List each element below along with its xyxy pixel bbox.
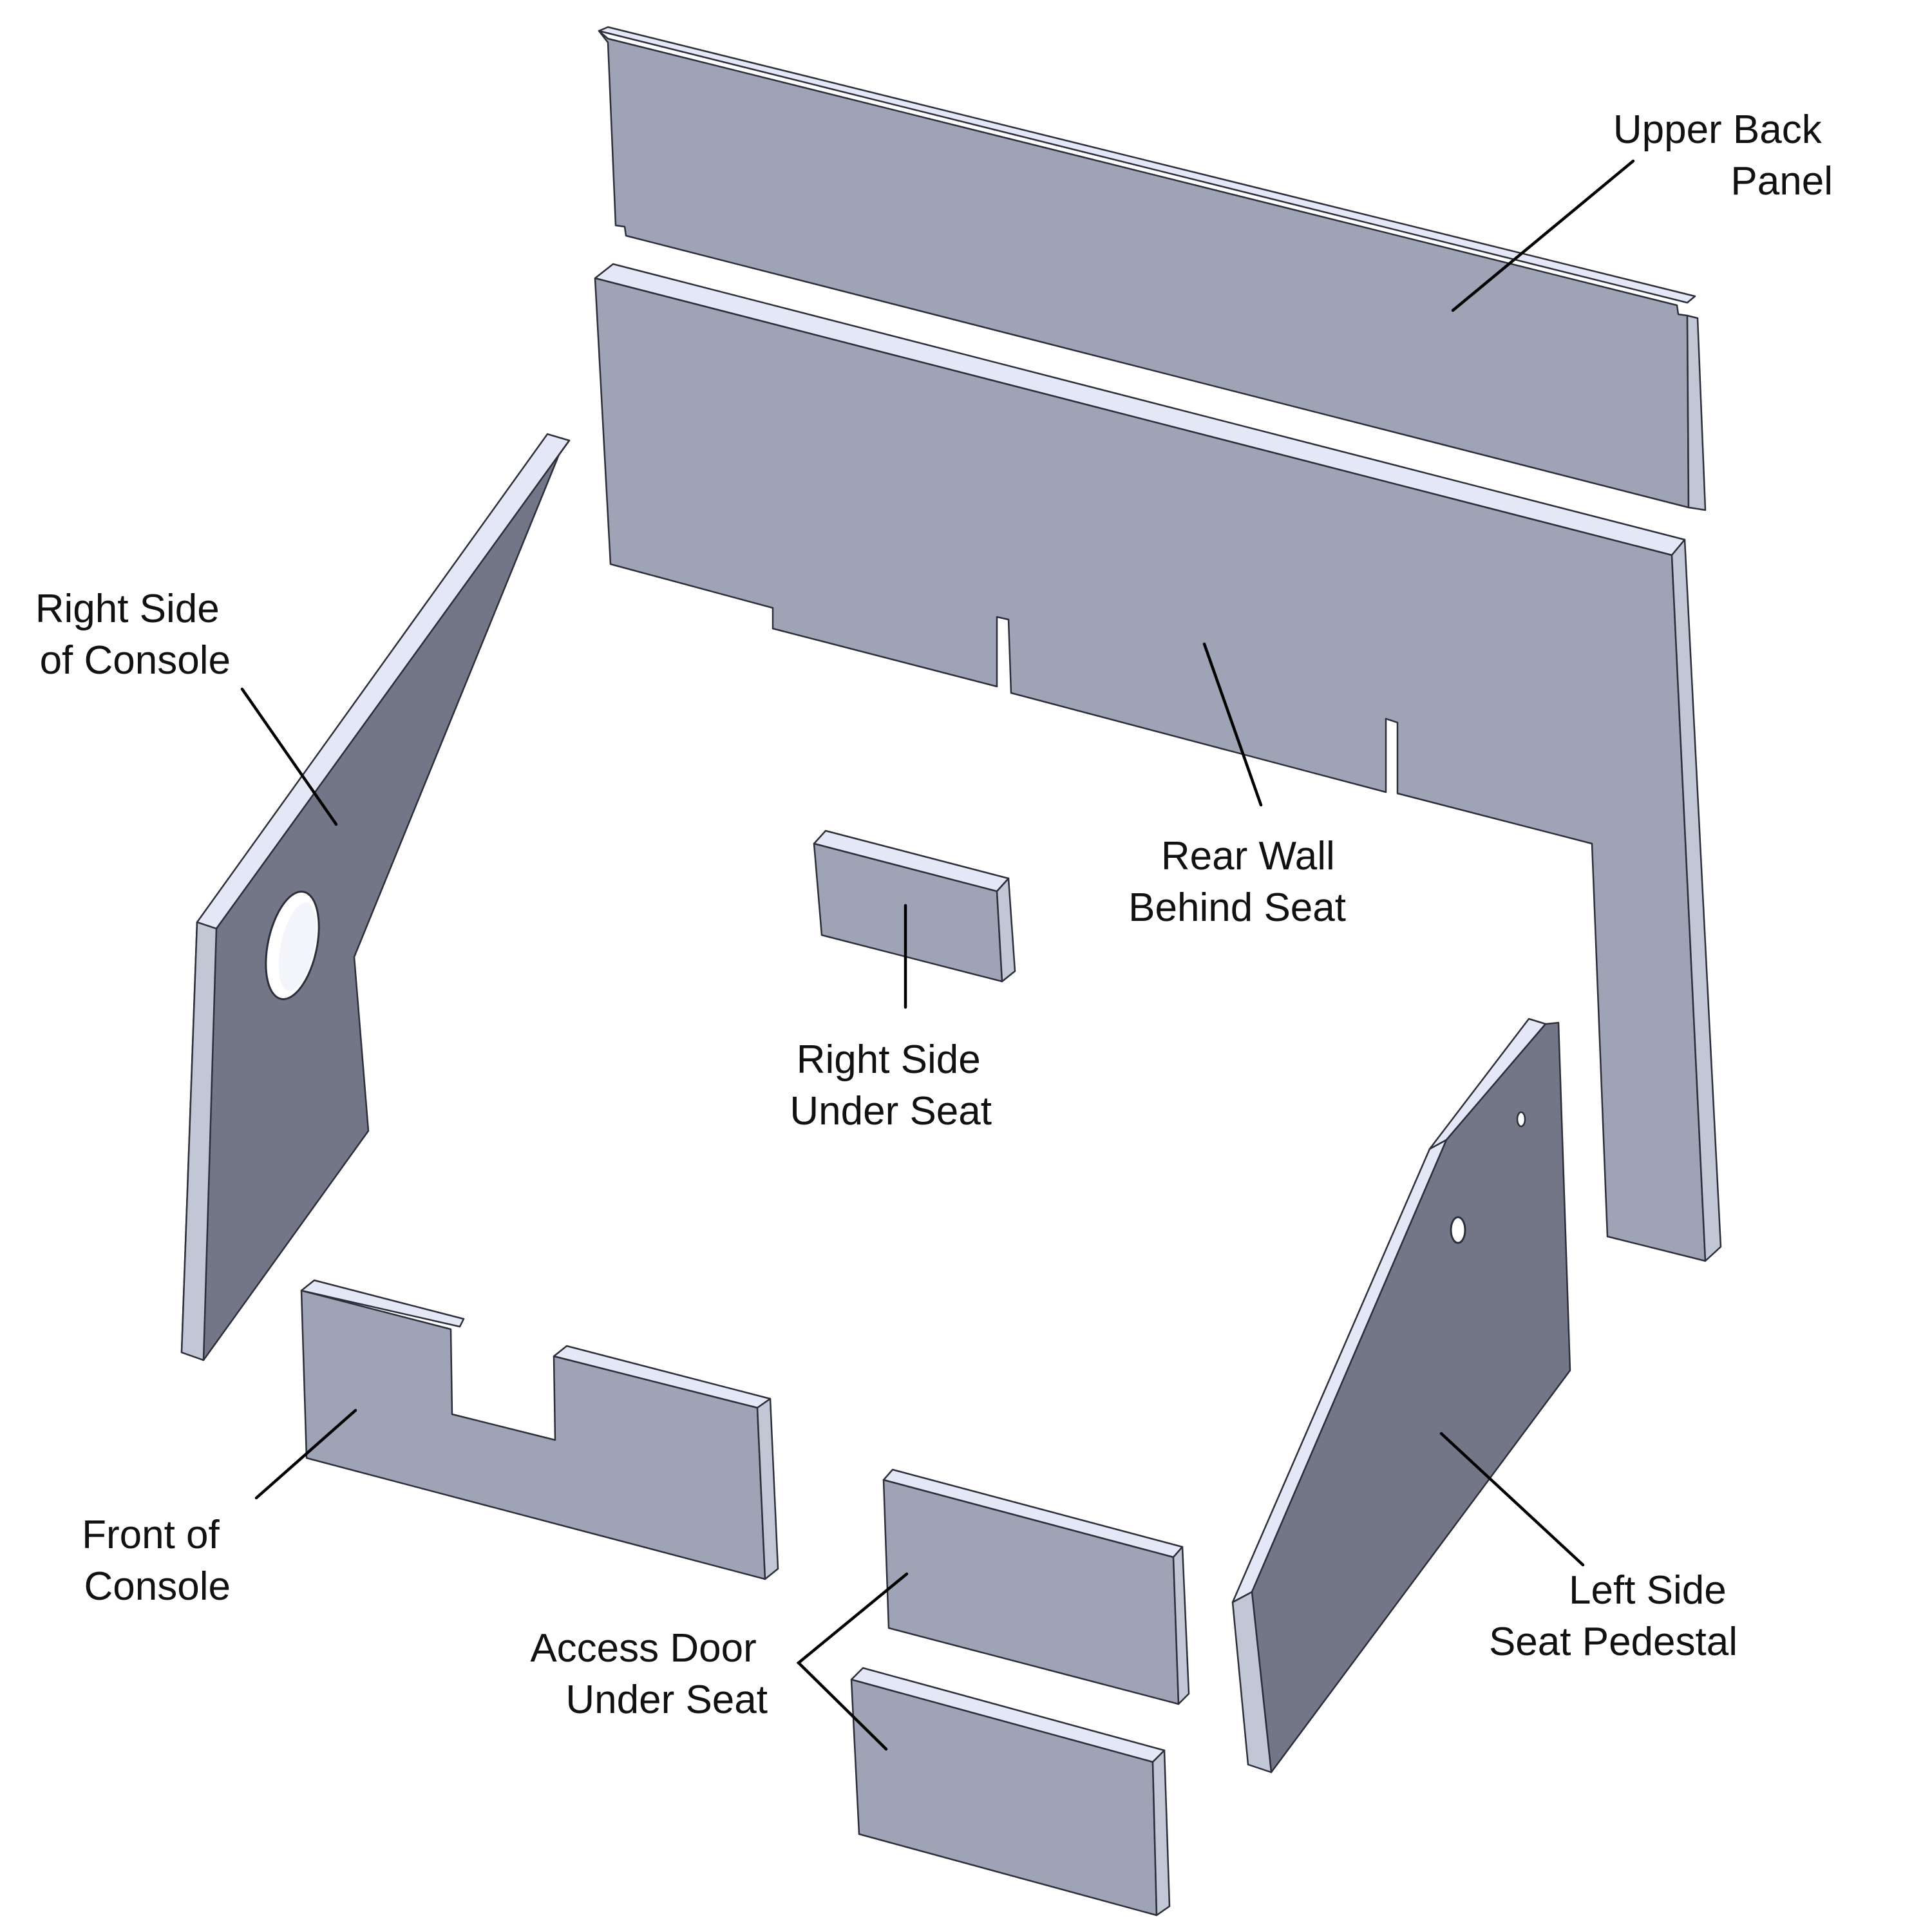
label-right-side-console: Right Side of Console xyxy=(35,587,231,683)
leader-access-door xyxy=(796,1572,909,1751)
rear-wall-panel xyxy=(594,263,1722,1262)
leader-right-side-console xyxy=(240,687,338,826)
label-access-door: Access Door Under Seat xyxy=(530,1626,768,1722)
leader-left-side-pedestal xyxy=(1439,1432,1585,1567)
leader-lines xyxy=(240,159,1635,1751)
label-front-of-console: Front of Console xyxy=(82,1513,231,1609)
label-left-side-pedestal: Left Side Seat Pedestal xyxy=(1489,1568,1738,1664)
front-of-console-panel xyxy=(300,1279,779,1580)
label-upper-back-panel: Upper Back Panel xyxy=(1613,108,1833,204)
label-right-side-under-seat: Right Side Under Seat xyxy=(790,1037,992,1133)
leader-rear-wall xyxy=(1202,642,1263,807)
right-side-console-panel xyxy=(180,433,571,1361)
access-door-lower-panel xyxy=(850,1667,1171,1917)
leader-upper-back xyxy=(1451,159,1635,312)
leader-front-of-console xyxy=(254,1408,357,1500)
right-side-under-seat-panel xyxy=(813,829,1016,983)
access-door-upper-panel xyxy=(882,1468,1190,1705)
upper-back-panel xyxy=(598,26,1707,511)
left-side-seat-pedestal-panel xyxy=(1231,1018,1571,1774)
label-rear-wall: Rear Wall Behind Seat xyxy=(1128,834,1346,930)
